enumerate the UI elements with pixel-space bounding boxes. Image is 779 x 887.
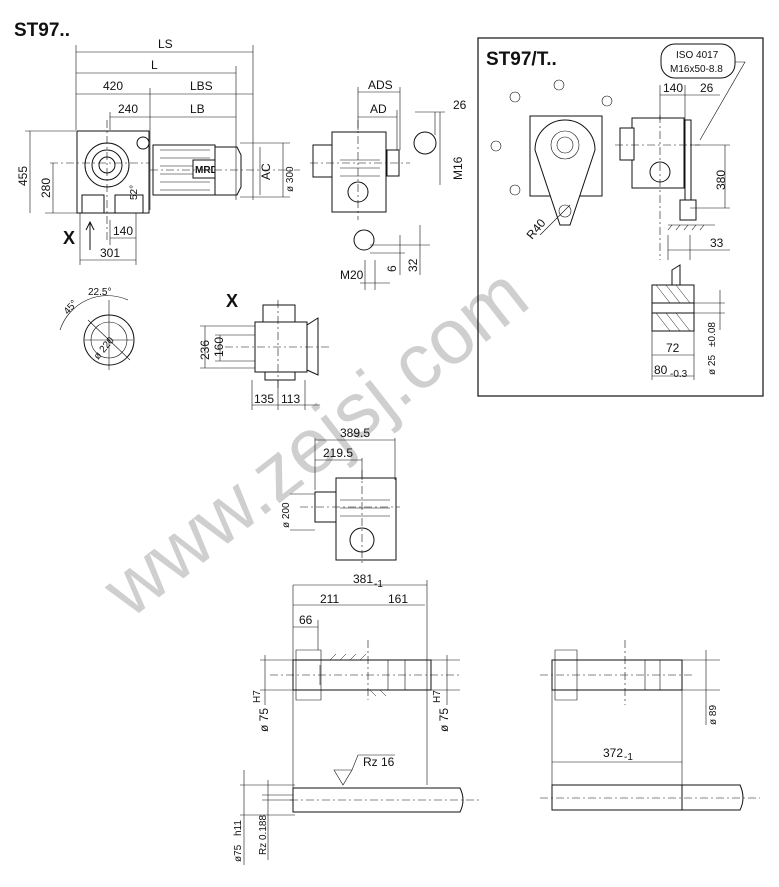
roughness-symbol bbox=[333, 754, 395, 786]
dim-ADS: ADS bbox=[368, 78, 393, 92]
watermark: www.zejsj.com bbox=[86, 249, 544, 634]
fan-cover bbox=[214, 146, 242, 196]
middle-view: 389.5 219.5 ø 200 bbox=[281, 426, 400, 565]
dim-52deg: 52° bbox=[129, 185, 140, 200]
dim-219-5: 219.5 bbox=[323, 446, 353, 460]
view-marker-x2: X bbox=[226, 291, 238, 311]
dim-160: 160 bbox=[212, 337, 226, 357]
angle-45: 45° bbox=[62, 298, 80, 317]
iso-line1: ISO 4017 bbox=[676, 50, 719, 61]
dim-dia25-tolerance: ±0.08 bbox=[707, 322, 718, 347]
dim-455: 455 bbox=[16, 166, 30, 186]
dim-389-5: 389.5 bbox=[340, 426, 370, 440]
torque-arm bbox=[534, 119, 596, 226]
dim-26: 26 bbox=[453, 98, 467, 112]
dim-301: 301 bbox=[100, 246, 120, 260]
dim-140: 140 bbox=[113, 224, 133, 238]
dim-113: 113 bbox=[281, 392, 300, 406]
dim-rz0188: Rz 0.188 bbox=[258, 815, 269, 855]
dim-dia75-left-tol: H7 bbox=[252, 690, 263, 703]
dim-381: 381 bbox=[353, 572, 373, 586]
dim-211: 211 bbox=[320, 592, 339, 606]
main-title: ST97.. bbox=[14, 20, 70, 41]
dim-dia75-shaft: ø75 bbox=[233, 844, 244, 862]
lifting-eye bbox=[136, 136, 150, 150]
dim-AD: AD bbox=[370, 102, 387, 116]
dim-240: 240 bbox=[118, 102, 138, 116]
flange-view: 22.5° 45° ø 220 bbox=[59, 287, 135, 370]
dim-236: 236 bbox=[198, 340, 212, 360]
dim-280: 280 bbox=[39, 178, 53, 198]
dim-dia75-right-tol: H7 bbox=[432, 690, 443, 703]
dim-32: 32 bbox=[406, 258, 420, 272]
motor-label: MRD bbox=[195, 165, 218, 176]
dim-372-tolerance: -1 bbox=[624, 752, 633, 763]
torque-arm-panel: ST97/T.. ISO 4017 M16x50-8.8 R40 140 26 … bbox=[477, 37, 764, 397]
dim-380: 380 bbox=[714, 170, 728, 190]
x-view: X 236 160 135 113 bbox=[198, 291, 330, 410]
dim-LS: LS bbox=[158, 37, 173, 51]
dim-LB: LB bbox=[190, 102, 205, 116]
dim-33: 33 bbox=[710, 236, 724, 250]
dim-80-tolerance: -0.3 bbox=[670, 369, 688, 380]
dim-dia75-shaft-tol: h11 bbox=[233, 820, 244, 836]
front-view: MRD LS L 420 LBS 240 LB 455 280 52° X 14… bbox=[16, 37, 300, 265]
angle-22-5: 22.5° bbox=[88, 287, 111, 298]
hollow-shaft-view: 381 -1 211 161 66 ø 75 H7 ø 75 H7 Rz 16 … bbox=[233, 572, 480, 865]
dim-LBS: LBS bbox=[190, 79, 213, 93]
dim-dia89: ø 89 bbox=[708, 705, 719, 725]
view-arrow bbox=[85, 220, 95, 250]
dim-L: L bbox=[151, 58, 158, 72]
view-marker-x: X bbox=[63, 228, 75, 248]
dim-381-tolerance: -1 bbox=[374, 579, 383, 590]
dim-161: 161 bbox=[388, 592, 408, 606]
dim-dia75-left: ø 75 bbox=[257, 708, 271, 732]
shrink-disc-view: ø 89 372 -1 bbox=[540, 640, 760, 811]
dim-R40: R40 bbox=[524, 216, 549, 242]
dim-AC: AC bbox=[259, 163, 273, 180]
iso-line2: M16x50-8.8 bbox=[670, 64, 723, 75]
dim-M20: M20 bbox=[340, 268, 364, 282]
dim-26-arm: 26 bbox=[700, 81, 714, 95]
panel-title: ST97/T.. bbox=[486, 49, 557, 70]
dim-72: 72 bbox=[666, 341, 680, 355]
dim-dia200: ø 200 bbox=[281, 502, 292, 528]
roughness-rz16: Rz 16 bbox=[363, 755, 395, 769]
side-view: ADS AD 26 M16 6 32 M20 bbox=[310, 78, 467, 290]
dim-420: 420 bbox=[103, 79, 123, 93]
dim-80: 80 bbox=[654, 363, 668, 377]
dim-372: 372 bbox=[603, 746, 623, 760]
dim-140-arm: 140 bbox=[663, 81, 683, 95]
dim-dia300: ø 300 bbox=[285, 166, 296, 192]
dim-6: 6 bbox=[385, 265, 399, 272]
iso-callout bbox=[660, 43, 736, 79]
dim-66: 66 bbox=[299, 613, 313, 627]
dim-M16: M16 bbox=[451, 156, 465, 180]
key-section-bottom bbox=[353, 229, 375, 251]
dim-dia75-right: ø 75 bbox=[437, 708, 451, 732]
key-section-top bbox=[413, 131, 437, 155]
dim-dia25: ø 25 bbox=[707, 355, 718, 375]
dim-135: 135 bbox=[254, 392, 274, 406]
